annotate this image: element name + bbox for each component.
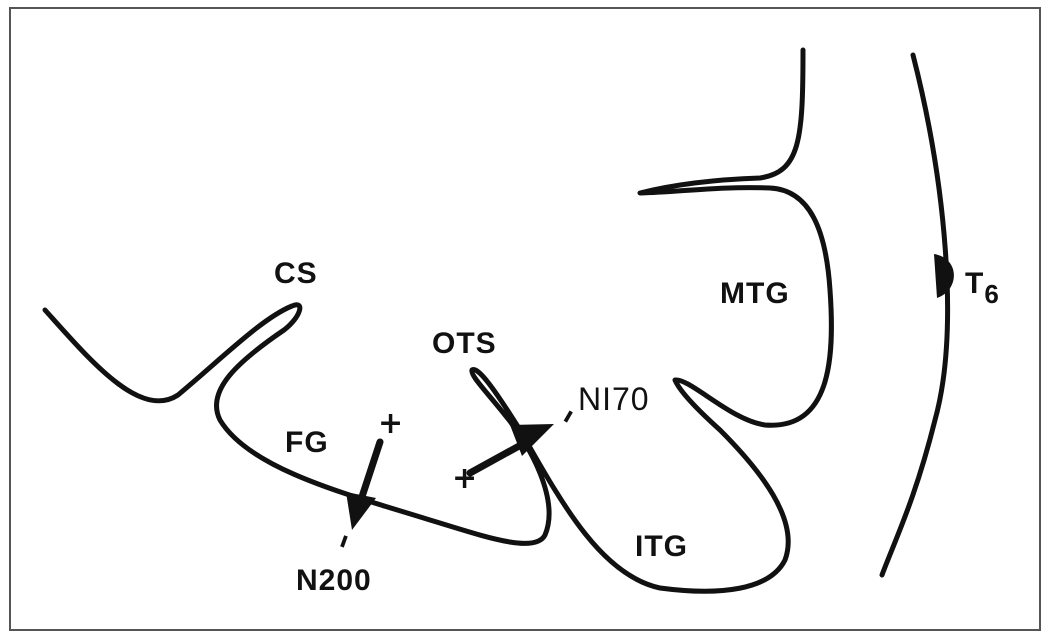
n200-positive-pole: + [378,406,403,441]
label-t6-subscript: 6 [984,279,999,309]
label-fg: FG [285,426,329,459]
label-ots: OTS [432,327,497,360]
n200-dipole: + – [324,406,403,554]
n200-negative-pole: – [324,528,362,554]
t6-electrode-icon [934,254,954,298]
n200-arrowhead-icon [346,492,376,530]
n170-dipole: + – [452,401,586,496]
fusiform-gyrus-contour [42,47,834,594]
n170-arrowhead-icon [510,424,554,456]
label-t6-main: T [965,267,984,300]
scalp-contour [879,52,951,578]
n170-positive-pole: + [452,461,477,496]
label-n200: N200 [296,564,372,597]
label-n170: NI70 [578,381,650,417]
label-itg: ITG [635,530,688,563]
label-mtg: MTG [720,277,790,310]
label-cs: CS [274,257,318,290]
figure-frame [9,7,1041,631]
label-t6: T6 [965,267,1000,309]
